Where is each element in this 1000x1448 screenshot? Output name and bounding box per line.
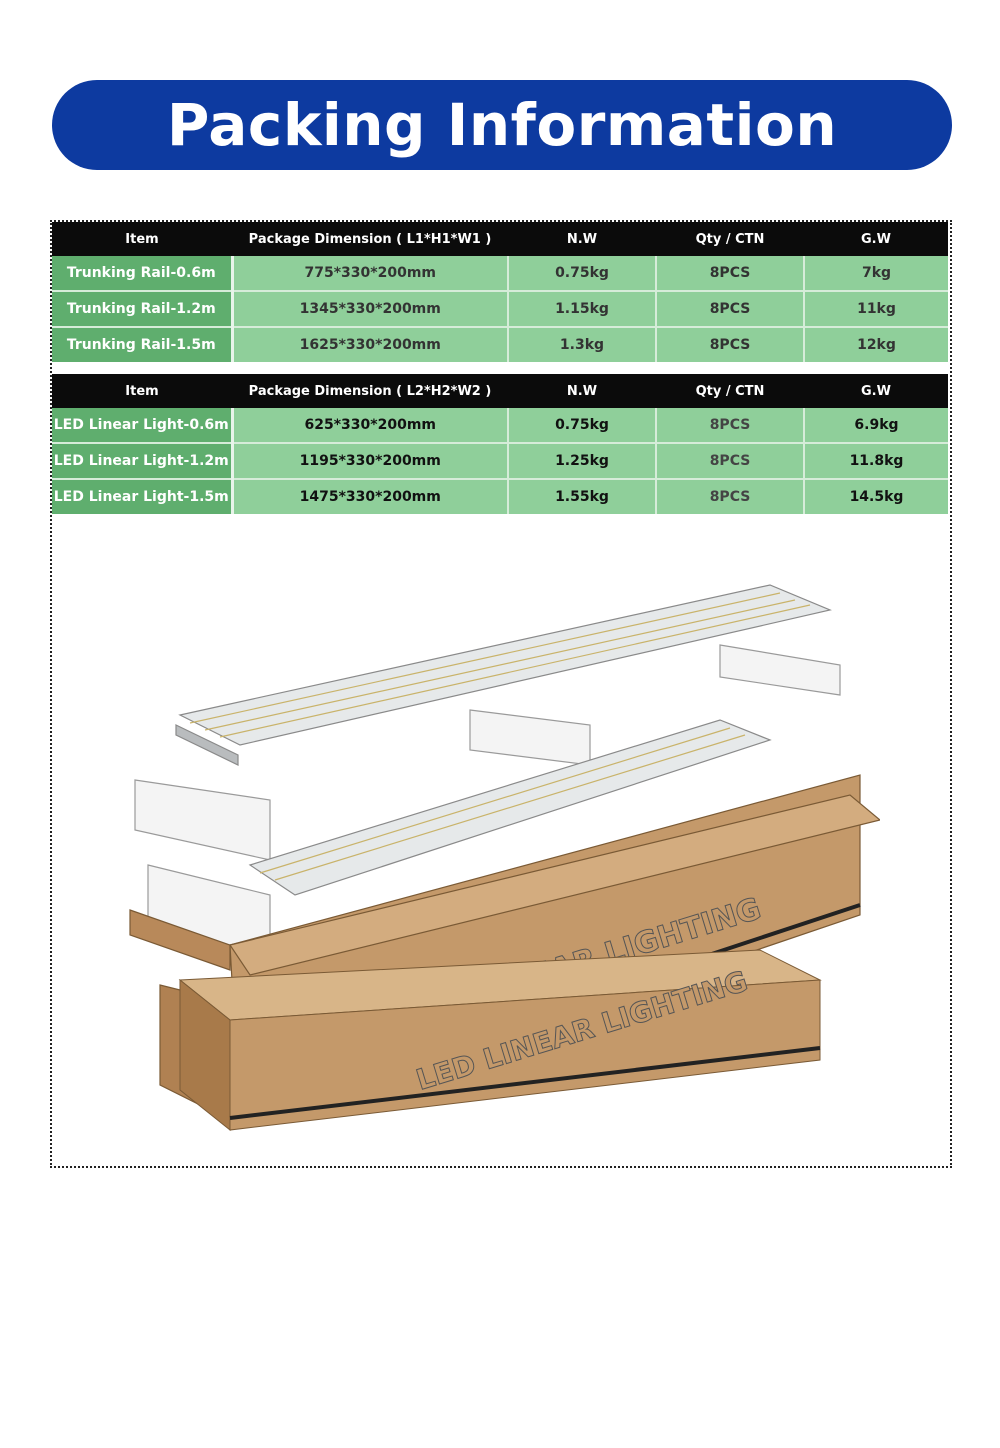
column-header: Qty / CTN <box>656 222 804 256</box>
item-cell: LED Linear Light-0.6m <box>52 408 234 444</box>
item-cell: LED Linear Light-1.5m <box>52 479 234 514</box>
net-weight-cell: 1.55kg <box>508 479 657 514</box>
item-cell: Trunking Rail-1.2m <box>52 291 234 328</box>
dimension-cell: 775*330*200mm <box>232 256 509 292</box>
column-header: Package Dimension ( L1*H1*W1 ) <box>232 222 508 256</box>
table-row: Trunking Rail-0.6m 775*330*200mm 0.75kg … <box>52 256 948 292</box>
net-weight-cell: 1.25kg <box>508 443 657 480</box>
item-cell: Trunking Rail-0.6m <box>52 256 234 292</box>
column-header: Item <box>52 222 232 256</box>
content-frame <box>50 220 952 1168</box>
dimension-cell: 625*330*200mm <box>232 408 509 444</box>
qty-cell: 8PCS <box>656 256 805 292</box>
column-header: N.W <box>508 374 656 408</box>
page-title: Packing Information <box>166 91 838 159</box>
item-cell: LED Linear Light-1.2m <box>52 443 234 480</box>
column-header: G.W <box>804 374 948 408</box>
gross-weight-cell: 7kg <box>804 256 948 292</box>
qty-cell: 8PCS <box>656 327 805 362</box>
table-header-row: Item Package Dimension ( L2*H2*W2 ) N.W … <box>52 374 948 408</box>
qty-cell: 8PCS <box>656 408 805 444</box>
upper-tubes <box>175 584 832 766</box>
closed-carton-illustration: LED LINEAR LIGHTING <box>178 949 822 1132</box>
dimension-cell: 1195*330*200mm <box>232 443 509 480</box>
column-header: Package Dimension ( L2*H2*W2 ) <box>232 374 508 408</box>
dimension-cell: 1345*330*200mm <box>232 291 509 328</box>
net-weight-cell: 0.75kg <box>508 256 657 292</box>
net-weight-cell: 1.3kg <box>508 327 657 362</box>
trunking-rail-table: Item Package Dimension ( L1*H1*W1 ) N.W … <box>52 222 948 362</box>
gross-weight-cell: 12kg <box>804 327 948 362</box>
table-row: Trunking Rail-1.2m 1345*330*200mm 1.15kg… <box>52 291 948 328</box>
qty-cell: 8PCS <box>656 291 805 328</box>
item-cell: Trunking Rail-1.5m <box>52 327 234 362</box>
net-weight-cell: 1.15kg <box>508 291 657 328</box>
qty-cell: 8PCS <box>656 479 805 514</box>
net-weight-cell: 0.75kg <box>508 408 657 444</box>
table-row: LED Linear Light-0.6m 625*330*200mm 0.75… <box>52 408 948 444</box>
gross-weight-cell: 11kg <box>804 291 948 328</box>
column-header: N.W <box>508 222 656 256</box>
gross-weight-cell: 11.8kg <box>804 443 948 480</box>
column-header: G.W <box>804 222 948 256</box>
qty-cell: 8PCS <box>656 443 805 480</box>
dimension-cell: 1625*330*200mm <box>232 327 509 362</box>
column-header: Qty / CTN <box>656 374 804 408</box>
table-row: LED Linear Light-1.5m 1475*330*200mm 1.5… <box>52 479 948 514</box>
dimension-cell: 1475*330*200mm <box>232 479 509 514</box>
middle-tubes <box>248 719 772 896</box>
table-row: Trunking Rail-1.5m 1625*330*200mm 1.3kg … <box>52 327 948 362</box>
title-banner: Packing Information <box>52 80 952 170</box>
column-header: Item <box>52 374 232 408</box>
led-linear-light-table: Item Package Dimension ( L2*H2*W2 ) N.W … <box>52 374 948 514</box>
table-header-row: Item Package Dimension ( L1*H1*W1 ) N.W … <box>52 222 948 256</box>
table-row: LED Linear Light-1.2m 1195*330*200mm 1.2… <box>52 443 948 480</box>
gross-weight-cell: 6.9kg <box>804 408 948 444</box>
gross-weight-cell: 14.5kg <box>804 479 948 514</box>
